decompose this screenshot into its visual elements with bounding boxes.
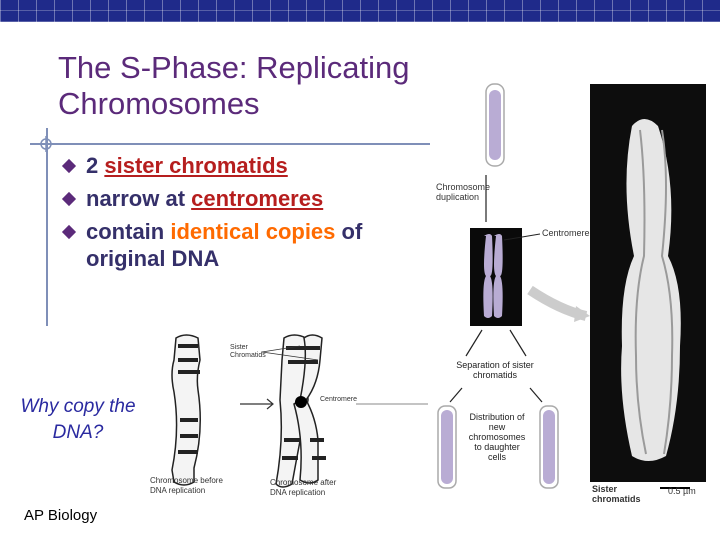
crosshair-icon xyxy=(38,136,54,152)
distribution-label: Distribution of new chromosomes to daugh… xyxy=(468,412,526,462)
sister-chromatids-small-label: Sister Chromatids xyxy=(230,344,266,359)
title-rule xyxy=(30,143,430,145)
bullet-text: narrow at xyxy=(86,186,192,211)
bullet-text: contain xyxy=(86,219,171,244)
before-replication-label: Chromosome before DNA replication xyxy=(150,476,223,495)
bullet-item: narrow at centromeres xyxy=(61,185,434,212)
chromosome-duplication-label: Chromosome duplication xyxy=(436,182,491,202)
bullet-item: contain identical copies of original DNA xyxy=(61,218,434,272)
chromosome-before-drawing xyxy=(171,334,201,486)
bullet-text: of original DNA xyxy=(86,219,363,271)
top-banner xyxy=(0,0,720,22)
banner-grid-pattern xyxy=(0,0,720,22)
footer-label: AP Biology xyxy=(24,507,98,524)
bullet-keyword: copies xyxy=(259,219,336,244)
after-replication-label: Chromosome after DNA replication xyxy=(270,478,337,497)
sister-chromatids-photo-label: Sister chromatids xyxy=(592,484,641,504)
bullet-text: 2 xyxy=(86,153,105,178)
arrow-head-icon xyxy=(266,398,274,410)
scale-bar-label: 0.5 µm xyxy=(668,486,696,496)
bullet-keyword: identical xyxy=(170,219,260,244)
chromosome-after-drawing xyxy=(275,334,326,488)
left-rule xyxy=(46,128,48,326)
centromere-label: Centromere xyxy=(542,228,590,238)
question-text: Why copy the DNA? xyxy=(20,396,136,443)
chromosome-micrograph xyxy=(590,84,706,489)
duplication-diagram xyxy=(437,83,590,489)
bullet-item: 2 sister chromatids xyxy=(61,152,434,179)
bullet-list: 2 sister chromatids narrow at centromere… xyxy=(61,152,434,278)
bullet-keyword: centromeres xyxy=(191,186,324,211)
slide-title: The S-Phase: Replicating Chromosomes xyxy=(58,50,410,121)
centromere-small-label: Centromere xyxy=(320,396,357,403)
separation-label: Separation of sister chromatids xyxy=(456,360,534,380)
bullet-keyword: sister chromatids xyxy=(104,153,288,178)
